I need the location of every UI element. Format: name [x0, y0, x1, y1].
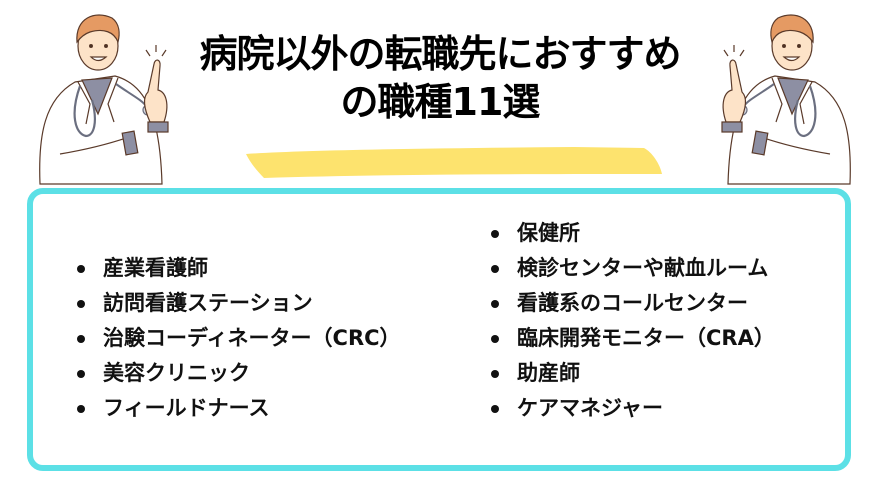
list-item-label: 訪問看護ステーション [103, 291, 313, 315]
title-line-1: 病院以外の転職先におすすめ [199, 32, 681, 76]
job-list-left: 産業看護師 訪問看護ステーション 治験コーディネーター（CRC） 美容クリニック… [77, 251, 401, 426]
list-item-label: 看護系のコールセンター [517, 291, 748, 315]
bullet-icon [491, 265, 499, 273]
bullet-icon [491, 300, 499, 308]
list-item: 産業看護師 [77, 251, 401, 286]
bullet-icon [491, 335, 499, 343]
bullet-icon [77, 300, 85, 308]
list-item: 看護系のコールセンター [491, 286, 775, 321]
bullet-icon [77, 370, 85, 378]
doctor-icon [721, 14, 851, 185]
content-box: 産業看護師 訪問看護ステーション 治験コーディネーター（CRC） 美容クリニック… [27, 188, 851, 471]
bullet-icon [77, 405, 85, 413]
doctor-illustration-right [721, 14, 851, 185]
page-title: 病院以外の転職先におすすめ の職種11選 [120, 30, 760, 126]
bullet-icon [491, 370, 499, 378]
doctor-illustration-left [39, 14, 169, 185]
list-item: 美容クリニック [77, 356, 401, 391]
bullet-icon [77, 335, 85, 343]
list-item-label: 検診センターや献血ルーム [517, 256, 769, 280]
list-item: フィールドナース [77, 391, 401, 426]
list-item: 検診センターや献血ルーム [491, 251, 775, 286]
list-item-label: 産業看護師 [103, 256, 208, 280]
list-item: 治験コーディネーター（CRC） [77, 321, 401, 356]
bullet-icon [491, 230, 499, 238]
list-item-label: ケアマネジャー [517, 396, 663, 420]
list-item-label: 美容クリニック [103, 361, 250, 385]
list-item-label: 治験コーディネーター（CRC） [103, 326, 401, 350]
list-item: 保健所 [491, 216, 775, 251]
list-item-label: 助産師 [517, 361, 580, 385]
bullet-icon [491, 405, 499, 413]
list-item-label: 保健所 [517, 221, 580, 245]
title-line-2: の職種11選 [340, 80, 541, 124]
doctor-icon [39, 14, 169, 185]
list-item-label: フィールドナース [103, 396, 270, 420]
list-item-label: 臨床開発モニター（CRA） [517, 326, 775, 350]
bullet-icon [77, 265, 85, 273]
list-item: 訪問看護ステーション [77, 286, 401, 321]
list-item: 助産師 [491, 356, 775, 391]
list-item: ケアマネジャー [491, 391, 775, 426]
list-item: 臨床開発モニター（CRA） [491, 321, 775, 356]
highlight-stroke [246, 147, 662, 178]
job-list-right: 保健所 検診センターや献血ルーム 看護系のコールセンター 臨床開発モニター（CR… [491, 216, 775, 426]
